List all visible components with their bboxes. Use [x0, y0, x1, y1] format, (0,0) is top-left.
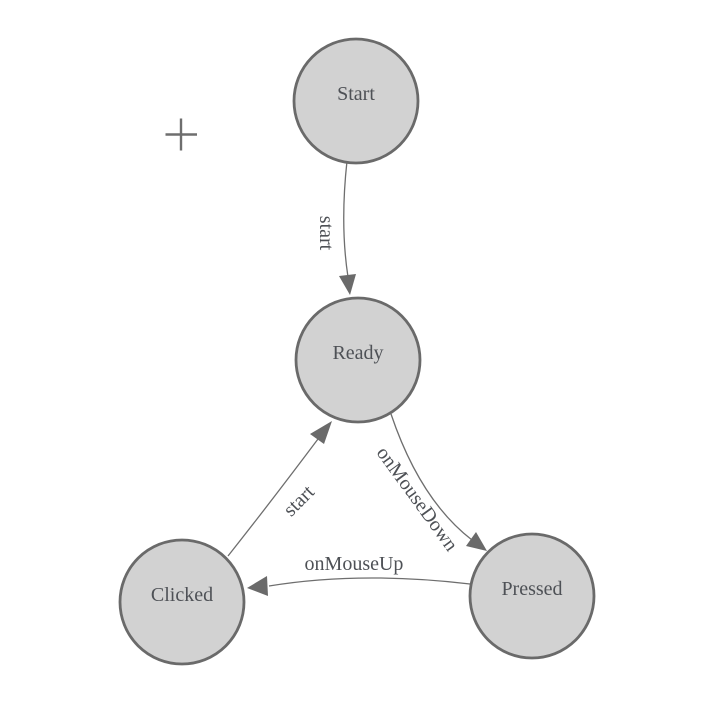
arrowhead-icon: [466, 532, 487, 551]
edge-clicked-to-ready[interactable]: start: [227, 421, 332, 557]
edge-line[interactable]: [227, 438, 319, 557]
edge-line[interactable]: [343, 160, 349, 278]
node-pressed[interactable]: Pressed: [468, 532, 596, 660]
edge-label-start: start: [315, 216, 337, 251]
state-label: Pressed: [501, 578, 562, 600]
node-ready[interactable]: Ready: [294, 296, 422, 424]
state-circle[interactable]: [292, 37, 420, 165]
state-label: Ready: [332, 342, 383, 364]
arrowhead-icon: [247, 576, 268, 596]
edge-ready-to-pressed[interactable]: onMouseDown: [372, 413, 487, 556]
edge-label-onmousedown: onMouseDown: [372, 443, 462, 556]
edge-label-start: start: [279, 481, 319, 521]
node-start[interactable]: Start: [292, 37, 420, 165]
edge-line[interactable]: [390, 413, 473, 541]
state-label: Clicked: [151, 584, 213, 606]
crosshair-cursor-icon: [165, 118, 197, 151]
state-circle[interactable]: [468, 532, 596, 660]
edge-label-onmouseup: onMouseUp: [305, 553, 404, 575]
state-circle[interactable]: [294, 296, 422, 424]
edge-pressed-to-clicked[interactable]: onMouseUp: [247, 553, 471, 596]
arrowhead-icon: [339, 274, 356, 295]
edge-line[interactable]: [268, 577, 471, 587]
node-clicked[interactable]: Clicked: [118, 538, 246, 666]
arrowhead-icon: [310, 421, 332, 444]
edge-start-to-ready[interactable]: start: [315, 160, 356, 295]
state-circle[interactable]: [118, 538, 246, 666]
state-label: Start: [337, 83, 375, 105]
